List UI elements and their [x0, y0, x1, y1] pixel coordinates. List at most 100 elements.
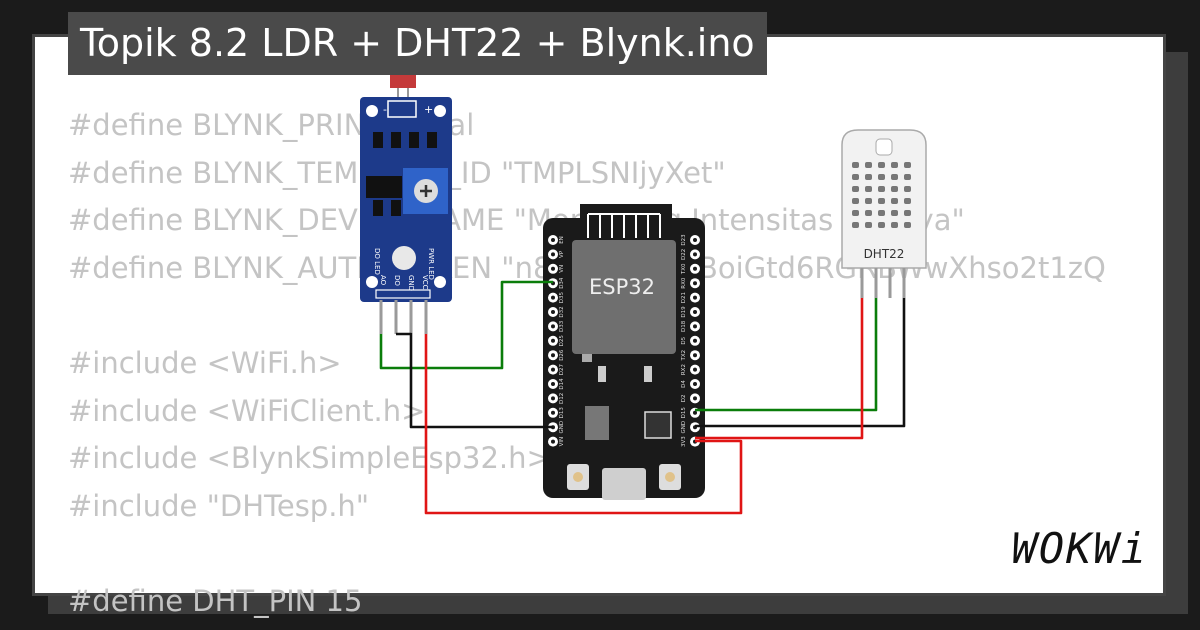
- wire-dht-data[interactable]: [695, 298, 878, 412]
- esp32-pin-hole: [693, 295, 697, 300]
- svg-text:DO: DO: [393, 275, 401, 286]
- esp32-pin-label: D4: [681, 380, 687, 388]
- wire-dht-gnd[interactable]: [695, 298, 906, 428]
- esp32-pin-hole: [551, 338, 555, 343]
- esp32-pin-label: D21: [681, 292, 687, 303]
- wire-ldr-vcc[interactable]: [424, 334, 743, 515]
- dht-vent: [891, 210, 898, 216]
- esp32-pin-hole: [551, 353, 555, 358]
- esp32-pin-label: D13: [559, 407, 565, 419]
- esp32-pin-label: D33: [559, 320, 565, 332]
- ldr-module[interactable]: - + DO LED PWR LED AO DO GND VCC: [360, 74, 452, 334]
- dht-vent: [878, 198, 885, 204]
- esp32-pin-label: D5: [681, 336, 687, 344]
- dht-vent: [904, 210, 911, 216]
- dht-vent: [878, 174, 885, 180]
- esp32-pin-label: D18: [681, 320, 687, 332]
- dht-vent: [865, 198, 872, 204]
- esp32-pin-label: D34: [559, 277, 565, 289]
- svg-text:DO LED: DO LED: [373, 248, 381, 275]
- photoresistor: [390, 74, 416, 88]
- dht-vent: [865, 162, 872, 168]
- esp32-pin-label: D25: [559, 335, 565, 347]
- wire-ldr-gnd[interactable]: [396, 332, 553, 429]
- esp32-pin-hole: [693, 382, 697, 386]
- dht-vent: [852, 198, 859, 204]
- dht-vent: [852, 162, 859, 168]
- esp32-pin-label: VP: [559, 250, 565, 258]
- esp32-pin-hole: [693, 353, 697, 358]
- esp32-pin-label: D27: [559, 363, 565, 375]
- esp32-pin-label: RX2: [681, 364, 687, 375]
- code-line: #define DHT_PIN 15: [68, 583, 363, 618]
- esp32-pin-label: D14: [559, 378, 565, 390]
- dht-vent: [891, 186, 898, 192]
- esp32-pin-hole: [693, 266, 697, 271]
- dht-vent: [852, 174, 859, 180]
- esp32-pin-hole: [551, 439, 555, 444]
- esp32-pin-hole: [693, 310, 697, 314]
- svg-text:GND: GND: [407, 275, 415, 291]
- esp32-pin-label: GND: [559, 421, 565, 434]
- dht-vent: [891, 198, 898, 204]
- dht-vent: [865, 174, 872, 180]
- esp32-pin-hole: [551, 382, 555, 386]
- esp32-pin-label: D22: [681, 249, 687, 260]
- esp32-pin-label: D26: [559, 349, 565, 361]
- esp32-pin-label: D2: [681, 395, 687, 403]
- esp32-label: ESP32: [589, 275, 655, 299]
- esp32-pin-hole: [551, 410, 555, 415]
- esp32-pin-label: TX0: [681, 263, 687, 275]
- esp32-pin-label: D15: [681, 407, 687, 419]
- wire-ldr-ao[interactable]: [379, 280, 553, 370]
- esp32-pin-hole: [693, 410, 697, 415]
- dht-vent: [904, 186, 911, 192]
- esp32-pin-label: RX0: [681, 277, 687, 289]
- project-title: Topik 8.2 LDR + DHT22 + Blynk.ino: [68, 12, 767, 75]
- dht-vent: [891, 174, 898, 180]
- code-line: #include "DHTesp.h": [68, 488, 370, 523]
- dht22-label: DHT22: [864, 247, 905, 261]
- esp32-pin-hole: [551, 396, 555, 401]
- esp32-pin-hole: [693, 281, 697, 286]
- dht22-sensor[interactable]: DHT22: [841, 129, 927, 298]
- usb-port: [602, 468, 646, 500]
- esp32-pin-label: VN: [559, 265, 565, 273]
- dht-vent: [852, 222, 859, 228]
- code-line: #include <BlynkSimpleEsp32.h>: [68, 441, 551, 476]
- dht-vent: [904, 174, 911, 180]
- esp32-pin-hole: [693, 324, 697, 329]
- dht-vent: [878, 186, 885, 192]
- esp32-pin-hole: [551, 367, 555, 372]
- svg-text:AO: AO: [379, 275, 387, 286]
- comparator-chip: [366, 176, 402, 198]
- esp32-board[interactable]: ESP32 ENVPVND34D35D32D33D25D26D27D14D12D…: [543, 204, 705, 500]
- esp32-pin-hole: [551, 324, 555, 329]
- code-line: #include <WiFi.h>: [68, 345, 342, 380]
- dht-vent: [904, 162, 911, 168]
- dht-vent: [891, 162, 898, 168]
- esp32-pin-label: EN: [559, 236, 565, 244]
- wire-dht-vcc[interactable]: [695, 298, 864, 440]
- wokwi-logo: WOKWi: [1011, 524, 1148, 573]
- dht-vent: [865, 222, 872, 228]
- esp32-pin-label: 3V3: [681, 436, 687, 447]
- dht-vent: [865, 186, 872, 192]
- dht-vent: [891, 222, 898, 228]
- svg-text:VCC: VCC: [421, 275, 429, 290]
- wires[interactable]: [379, 280, 906, 515]
- esp32-pin-hole: [693, 338, 697, 343]
- esp32-pin-hole: [693, 252, 697, 257]
- esp32-pin-hole: [551, 252, 555, 257]
- dht-vent: [904, 198, 911, 204]
- esp32-pin-hole: [551, 238, 555, 242]
- dht-vent: [878, 162, 885, 168]
- esp32-module-shield: [572, 240, 676, 354]
- esp32-pin-hole: [693, 367, 697, 372]
- code-line: #include <WiFiClient.h>: [68, 393, 426, 428]
- esp32-pin-label: D35: [559, 291, 565, 303]
- esp32-pin-label: D32: [559, 306, 565, 317]
- esp32-pin-label: D23: [681, 234, 687, 246]
- dht-vent: [852, 210, 859, 216]
